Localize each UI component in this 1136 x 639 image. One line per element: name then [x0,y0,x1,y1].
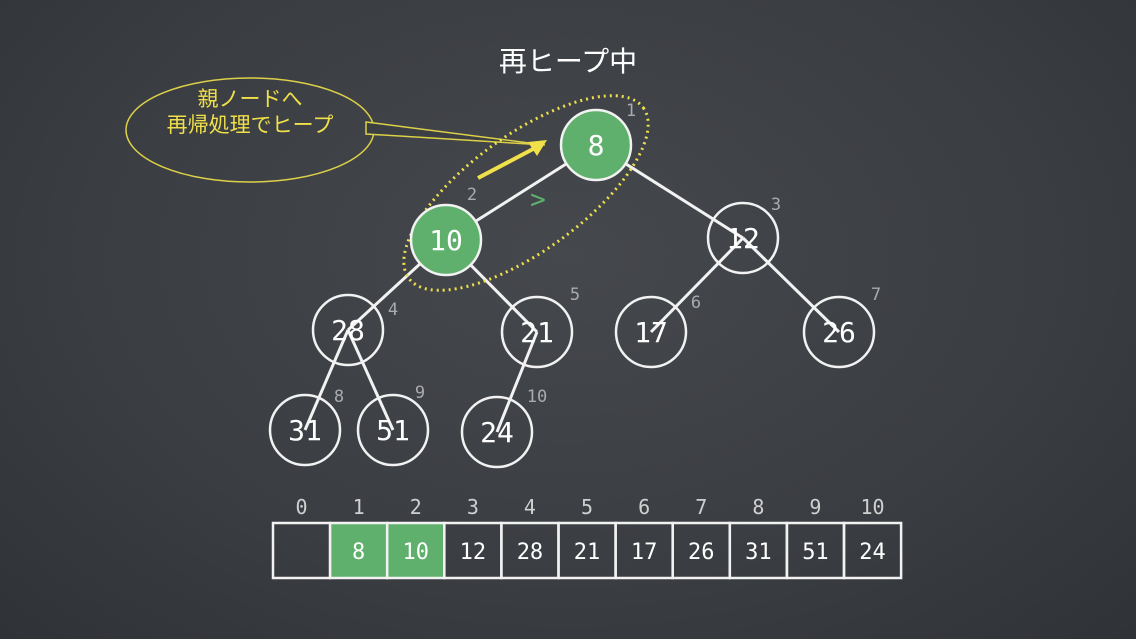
node-value: 17 [634,316,668,349]
array-cell-value: 51 [802,540,829,565]
array-index: 10 [861,495,885,519]
node-index: 2 [467,185,477,205]
node-index: 6 [691,293,701,313]
slide-title: 再ヒープ中 [498,45,638,78]
tree-node: 28 4 [311,293,398,367]
array-cell [271,521,332,580]
swap-arrow [477,140,547,180]
array-index: 2 [410,495,422,519]
node-index: 10 [527,387,547,407]
comparison-symbol: > [530,185,546,215]
node-value: 10 [429,224,463,257]
node-value: 51 [376,414,410,447]
tree-node: 519 [356,383,430,467]
callout-line-1: 親ノードへ [197,87,303,111]
node-circle [614,295,688,369]
node-index: 7 [871,285,881,305]
array-index: 1 [353,495,365,519]
array-cell [385,521,446,580]
tree-node: 102 [409,185,483,277]
tree-node: 21 5 [500,285,580,369]
array-index: 8 [752,495,764,519]
array-cell-value: 21 [574,540,601,565]
array-cell-value: 31 [745,540,772,565]
tree-node: 81 [559,101,636,182]
node-value: 26 [822,316,856,349]
node-index: 8 [334,387,344,407]
array-cell-value: 24 [859,540,886,565]
node-circle [356,393,430,467]
array-index: 7 [695,495,707,519]
highlight-group-ellipse [402,94,650,292]
array-index: 6 [638,495,650,519]
array-cell-value: 8 [352,540,365,565]
callout-text: 親ノードへ 再帰処理でヒープ [130,86,370,138]
tree-edge [303,329,350,431]
array-cell [842,521,903,580]
tree-node: 31 8 [268,387,344,467]
tree-node: 24 10 [460,387,547,469]
tree-node: 17 6 [614,293,701,369]
node-index: 3 [771,195,781,215]
array-cell-value: 12 [460,540,487,565]
node-index: 9 [415,383,425,403]
node-index: 1 [626,101,636,121]
tree-edge [649,236,745,334]
node-circle [706,201,780,275]
array-cell-value: 17 [631,540,658,565]
array-cell-value: 28 [517,540,544,565]
tree-node: 26 7 [802,285,881,369]
array-index: 5 [581,495,593,519]
node-value: 12 [726,222,760,255]
callout-pointer [365,121,546,146]
array-index: 4 [524,495,536,519]
tree-node: 12 3 [706,195,781,275]
node-circle [559,108,633,182]
node-circle [460,395,534,469]
node-circle [500,295,574,369]
node-value: 8 [588,129,605,162]
node-index: 4 [388,300,398,320]
node-value: 21 [520,316,554,349]
array-cell-value: 26 [688,540,715,565]
tree-edge [346,329,395,431]
node-circle [268,393,342,467]
node-circle [802,295,876,369]
node-index: 5 [570,285,580,305]
node-value: 28 [331,314,365,347]
array-cell-value: 10 [403,540,430,565]
array-cell [328,521,389,580]
node-value: 24 [480,416,514,449]
node-value: 31 [288,414,322,447]
tree-edge [495,331,539,433]
node-circle [311,293,385,367]
array-index: 3 [467,495,479,519]
array-index: 9 [809,495,821,519]
array-index: 0 [296,495,308,519]
callout-line-2: 再帰処理でヒープ [166,113,334,137]
tree-edge [741,236,841,334]
node-circle [409,203,483,277]
